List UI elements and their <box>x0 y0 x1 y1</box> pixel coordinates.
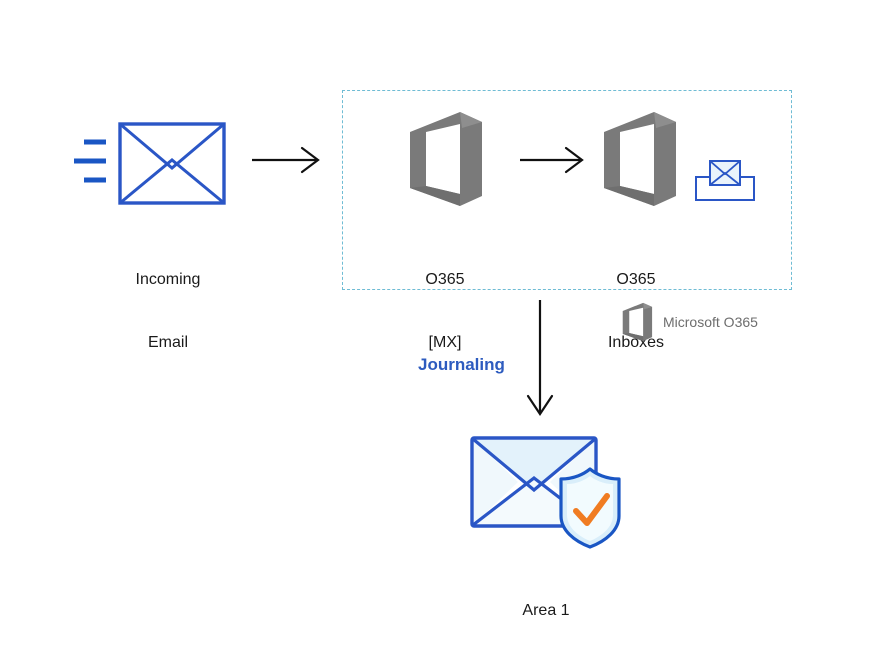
office365-logo-icon <box>604 112 676 206</box>
caption-area1-email-security: Area 1 email security <box>463 558 629 653</box>
arrow-inboxes-to-area1 <box>522 300 558 420</box>
caption-line: [MX] <box>428 334 462 351</box>
envelope-flap-lines <box>119 122 225 205</box>
caption-line: Email <box>147 334 188 351</box>
microsoft-o365-zone-boundary <box>342 90 792 290</box>
caption-line: O365 <box>616 271 656 288</box>
node-inbox-tray <box>694 157 756 203</box>
speed-lines-icon <box>74 139 106 183</box>
arrow-mx-to-inboxes <box>520 143 590 177</box>
node-o365-mx <box>404 110 486 208</box>
envelope-icon <box>74 122 226 205</box>
legend-label: Microsoft O365 <box>663 314 758 330</box>
node-area1-email-security <box>466 432 636 550</box>
caption-line: O365 <box>425 271 465 288</box>
caption-o365-mx: O365 [MX] <box>365 227 525 395</box>
caption-line: Area 1 <box>522 602 570 619</box>
arrow-incoming-to-mx <box>252 143 324 177</box>
caption-o365-inboxes: O365 Inboxes <box>556 227 716 395</box>
office365-logo-icon <box>410 112 482 206</box>
legend-microsoft-o365: Microsoft O365 <box>620 302 758 342</box>
o365-inner-page <box>426 124 460 194</box>
caption-line: Inboxes <box>607 334 665 351</box>
inbox-tray-icon <box>695 160 755 201</box>
shield-check-icon <box>559 467 621 549</box>
email-shield-icon <box>470 436 621 549</box>
checkmark-icon <box>573 493 610 526</box>
caption-incoming-email: Incoming Email <box>88 227 248 395</box>
caption-line: Incoming <box>135 271 201 288</box>
node-o365-inboxes <box>598 110 680 208</box>
edge-label-journaling: Journaling <box>418 355 505 374</box>
office365-logo-icon <box>622 302 653 342</box>
node-incoming-email <box>72 118 232 213</box>
